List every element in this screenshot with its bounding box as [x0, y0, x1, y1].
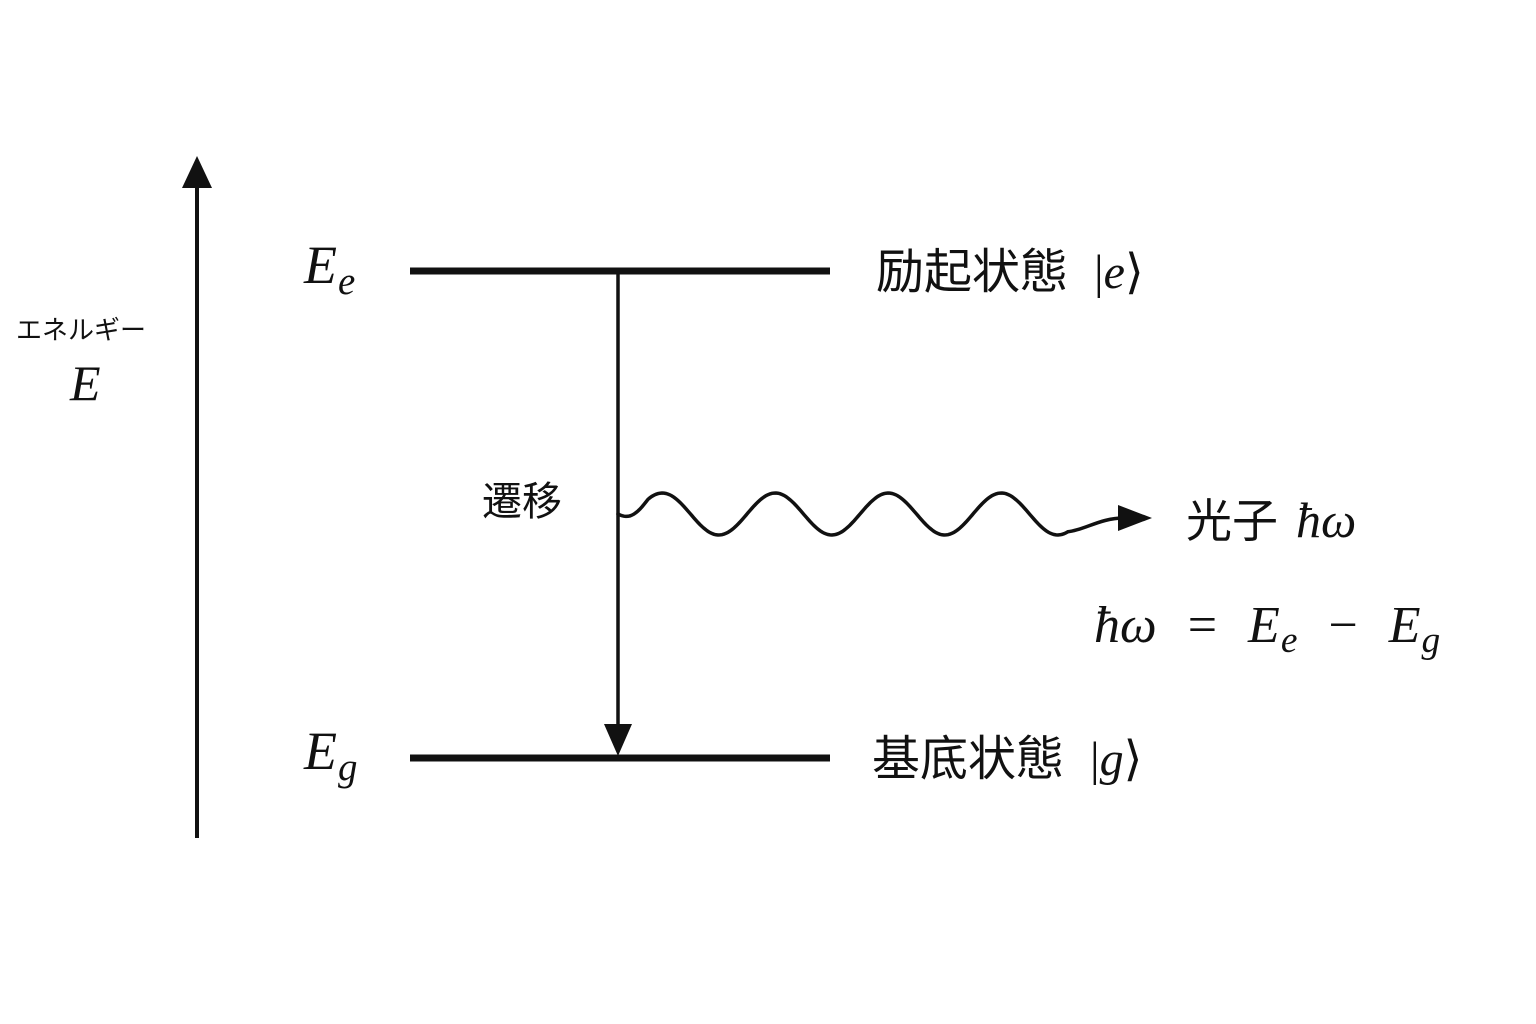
- excited-state-label: 励起状態 |e⟩: [876, 248, 1144, 297]
- photon-label: 光子 ħω: [1186, 495, 1356, 545]
- photon-wave: [616, 491, 1126, 537]
- ground-state-name: 基底状態: [872, 731, 1065, 787]
- equation-equals: =: [1187, 597, 1218, 654]
- ground-energy-symbol: E: [304, 721, 337, 781]
- excited-energy-subscript: e: [338, 259, 356, 303]
- excited-ket-open: |: [1094, 246, 1104, 299]
- photon-arrowhead: [1118, 505, 1152, 531]
- transition-arrowhead: [604, 724, 632, 756]
- equation-term-1: E: [1248, 597, 1280, 654]
- ground-energy-label: Eg: [304, 721, 357, 787]
- ground-energy-subscript: g: [338, 745, 358, 789]
- transition-label: 遷移: [482, 479, 562, 525]
- ground-ket-close: ⟩: [1123, 733, 1143, 786]
- excited-energy-symbol: E: [304, 235, 337, 295]
- excited-ket-close: ⟩: [1124, 246, 1144, 299]
- photon-energy-symbol: ħω: [1296, 492, 1357, 548]
- equation-minus: −: [1328, 597, 1358, 654]
- excited-energy-label: Ee: [304, 235, 355, 301]
- equation-term-1-subscript: e: [1280, 620, 1298, 662]
- ground-ket-symbol: g: [1099, 733, 1124, 786]
- excited-ket-symbol: e: [1103, 246, 1125, 299]
- energy-axis-title: エネルギー: [16, 316, 147, 346]
- ground-state-label: 基底状態 |g⟩: [872, 735, 1142, 784]
- energy-equation: ħω = Ee − Eg: [1094, 597, 1440, 660]
- energy-axis-symbol: E: [70, 355, 101, 411]
- photon-label-text: 光子: [1186, 494, 1278, 548]
- equation-term-2: E: [1388, 597, 1421, 654]
- equation-term-2-subscript: g: [1421, 620, 1441, 662]
- equation-lhs: ħω: [1094, 597, 1157, 654]
- energy-axis-arrowhead: [182, 156, 212, 188]
- ground-ket-open: |: [1090, 733, 1100, 786]
- excited-state-name: 励起状態: [876, 244, 1069, 300]
